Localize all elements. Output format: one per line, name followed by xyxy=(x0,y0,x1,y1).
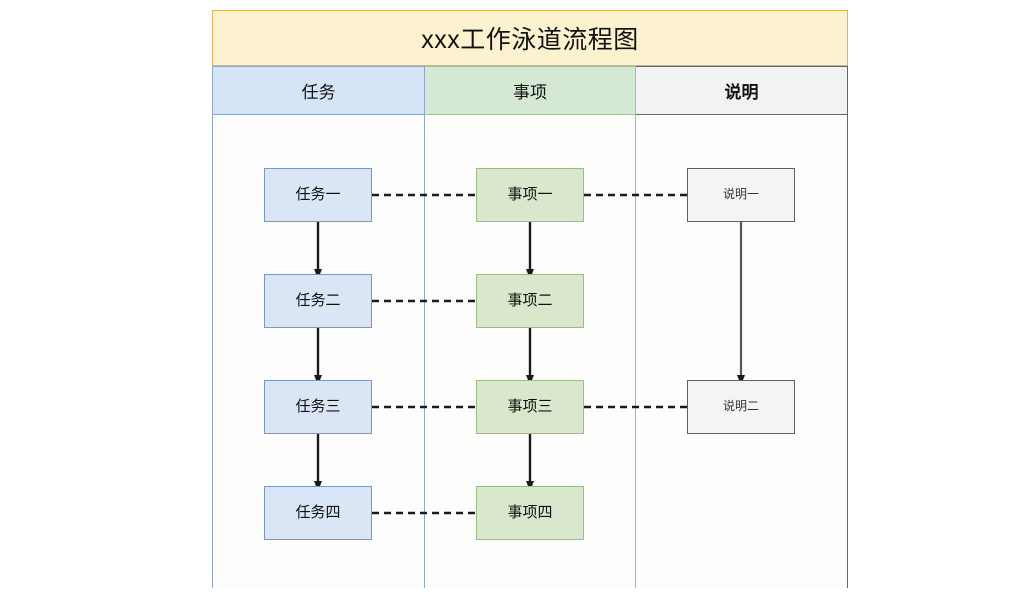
node-item-4[interactable]: 事项四 xyxy=(476,486,584,540)
node-note-1[interactable]: 说明一 xyxy=(687,168,795,222)
swimlane-note: 说明 xyxy=(636,66,848,589)
swimlane-header-task: 任务 xyxy=(213,67,424,115)
node-item-1[interactable]: 事项一 xyxy=(476,168,584,222)
swimlane-header-item: 事项 xyxy=(425,67,635,115)
node-layer: 任务一 任务二 任务三 任务四 事项一 事项二 事项三 事项四 说明一 说明二 xyxy=(212,10,848,588)
node-task-3[interactable]: 任务三 xyxy=(264,380,372,434)
diagram-title: xxx工作泳道流程图 xyxy=(421,26,639,54)
node-note-2[interactable]: 说明二 xyxy=(687,380,795,434)
node-task-4[interactable]: 任务四 xyxy=(264,486,372,540)
node-item-2[interactable]: 事项二 xyxy=(476,274,584,328)
node-item-3[interactable]: 事项三 xyxy=(476,380,584,434)
swimlane-diagram: xxx工作泳道流程图 任务 事项 说明 xyxy=(212,10,848,589)
node-task-1[interactable]: 任务一 xyxy=(264,168,372,222)
diagram-title-bar: xxx工作泳道流程图 xyxy=(212,10,848,66)
node-task-2[interactable]: 任务二 xyxy=(264,274,372,328)
swimlane-header-note: 说明 xyxy=(636,67,847,115)
